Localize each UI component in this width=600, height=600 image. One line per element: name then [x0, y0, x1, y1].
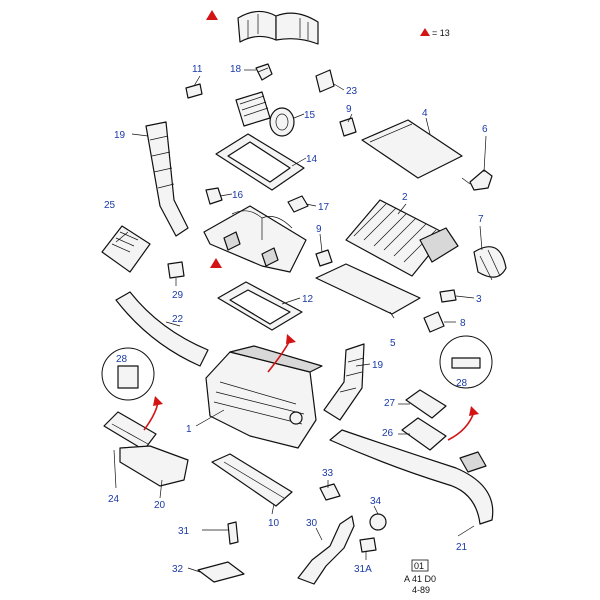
part-grommet-8: [423, 311, 456, 333]
marker-triangle-legend: [420, 28, 430, 36]
footer-reference: 01 A 41 D0 4-89: [404, 559, 436, 595]
part-clip-17: [287, 195, 309, 213]
callout-23: 23: [346, 86, 358, 97]
red-arrows: [143, 334, 479, 441]
callout-16: 16: [232, 190, 244, 201]
part-control-25: [101, 225, 151, 273]
part-clip-33: [319, 483, 341, 501]
part-outlet-24: [103, 411, 157, 451]
callout-17: 17: [318, 202, 330, 213]
footer-date: 4-89: [412, 585, 430, 595]
callout-22: 22: [172, 314, 184, 325]
callout-19-left: 19: [114, 130, 126, 141]
part-hose-7: [473, 246, 507, 281]
callout-9-mid: 9: [316, 224, 322, 235]
callout-7: 7: [478, 214, 484, 225]
footer-ref-code: A 41 D0: [404, 574, 436, 584]
part-heater-core-2: [345, 199, 459, 277]
callout-15: 15: [304, 110, 316, 121]
part-duct-22: [115, 291, 209, 367]
callout-34: 34: [370, 496, 382, 507]
part-fastener-9-top: [339, 117, 357, 137]
leader-lines: [113, 69, 487, 573]
part-blower-motor-15: [235, 91, 295, 137]
callout-4: 4: [422, 108, 428, 119]
callout-9-top: 9: [346, 104, 352, 115]
callout-8: 8: [460, 318, 466, 329]
part-duct-20: [119, 445, 189, 487]
part-hose-19-left: [145, 121, 189, 237]
marker-triangle-top: [206, 10, 218, 20]
callout-28-right: 28: [456, 378, 468, 389]
legend-marker-text: = 13: [432, 28, 450, 38]
part-duct-21: [329, 429, 494, 525]
callout-26: 26: [382, 428, 394, 439]
part-vent-27: [405, 389, 447, 419]
callout-30: 30: [306, 518, 318, 529]
part-screw-31: [227, 521, 239, 545]
part-bracket-18: [255, 63, 273, 81]
part-knob-34: [369, 513, 387, 531]
part-fastener-9-mid: [315, 249, 333, 267]
part-seal-frame-12: [217, 281, 303, 331]
part-clip-11: [185, 83, 203, 99]
part-cover-10: [211, 453, 293, 507]
part-bracket-32: [197, 561, 245, 583]
callout-31: 31: [178, 526, 190, 537]
part-vent-26: [401, 417, 447, 451]
callout-31a: 31A: [354, 564, 372, 575]
callout-32: 32: [172, 564, 184, 575]
callout-14: 14: [306, 154, 318, 165]
part-filter-frame-14: [215, 133, 305, 191]
callout-3: 3: [476, 294, 482, 305]
part-bracket-30: [297, 515, 355, 585]
detail-circle-28-left: [101, 347, 155, 401]
part-plate-5: [315, 263, 421, 315]
callout-19-right: 19: [372, 360, 384, 371]
callout-33: 33: [322, 468, 334, 479]
callout-20: 20: [154, 500, 166, 511]
part-cover-23: [315, 69, 335, 93]
callout-1: 1: [186, 424, 192, 435]
marker-triangle-housing: [210, 258, 222, 268]
callout-27: 27: [384, 398, 396, 409]
callout-6: 6: [482, 124, 488, 135]
callout-24: 24: [108, 494, 120, 505]
part-seal-13: [237, 10, 319, 45]
part-screw-3: [439, 289, 475, 303]
part-screw-29: [167, 261, 185, 279]
detail-circle-28-right: [439, 335, 493, 389]
part-hose-19-right: [323, 343, 365, 421]
callout-5: 5: [390, 338, 396, 349]
part-screw-31a: [359, 537, 377, 553]
part-heater-housing-1: [205, 345, 323, 449]
callout-18: 18: [230, 64, 242, 75]
callout-28-left: 28: [116, 354, 128, 365]
footer-box-code: 01: [414, 561, 424, 571]
part-lever-6: [461, 169, 493, 191]
callout-25: 25: [104, 200, 116, 211]
callout-12: 12: [302, 294, 314, 305]
callout-21: 21: [456, 542, 468, 553]
callout-29: 29: [172, 290, 184, 301]
callout-11: 11: [192, 64, 203, 75]
callout-10: 10: [268, 518, 280, 529]
part-upper-housing: [203, 205, 307, 273]
part-plate-4: [361, 119, 463, 179]
callout-2: 2: [402, 192, 408, 203]
part-nut-16: [205, 187, 223, 205]
